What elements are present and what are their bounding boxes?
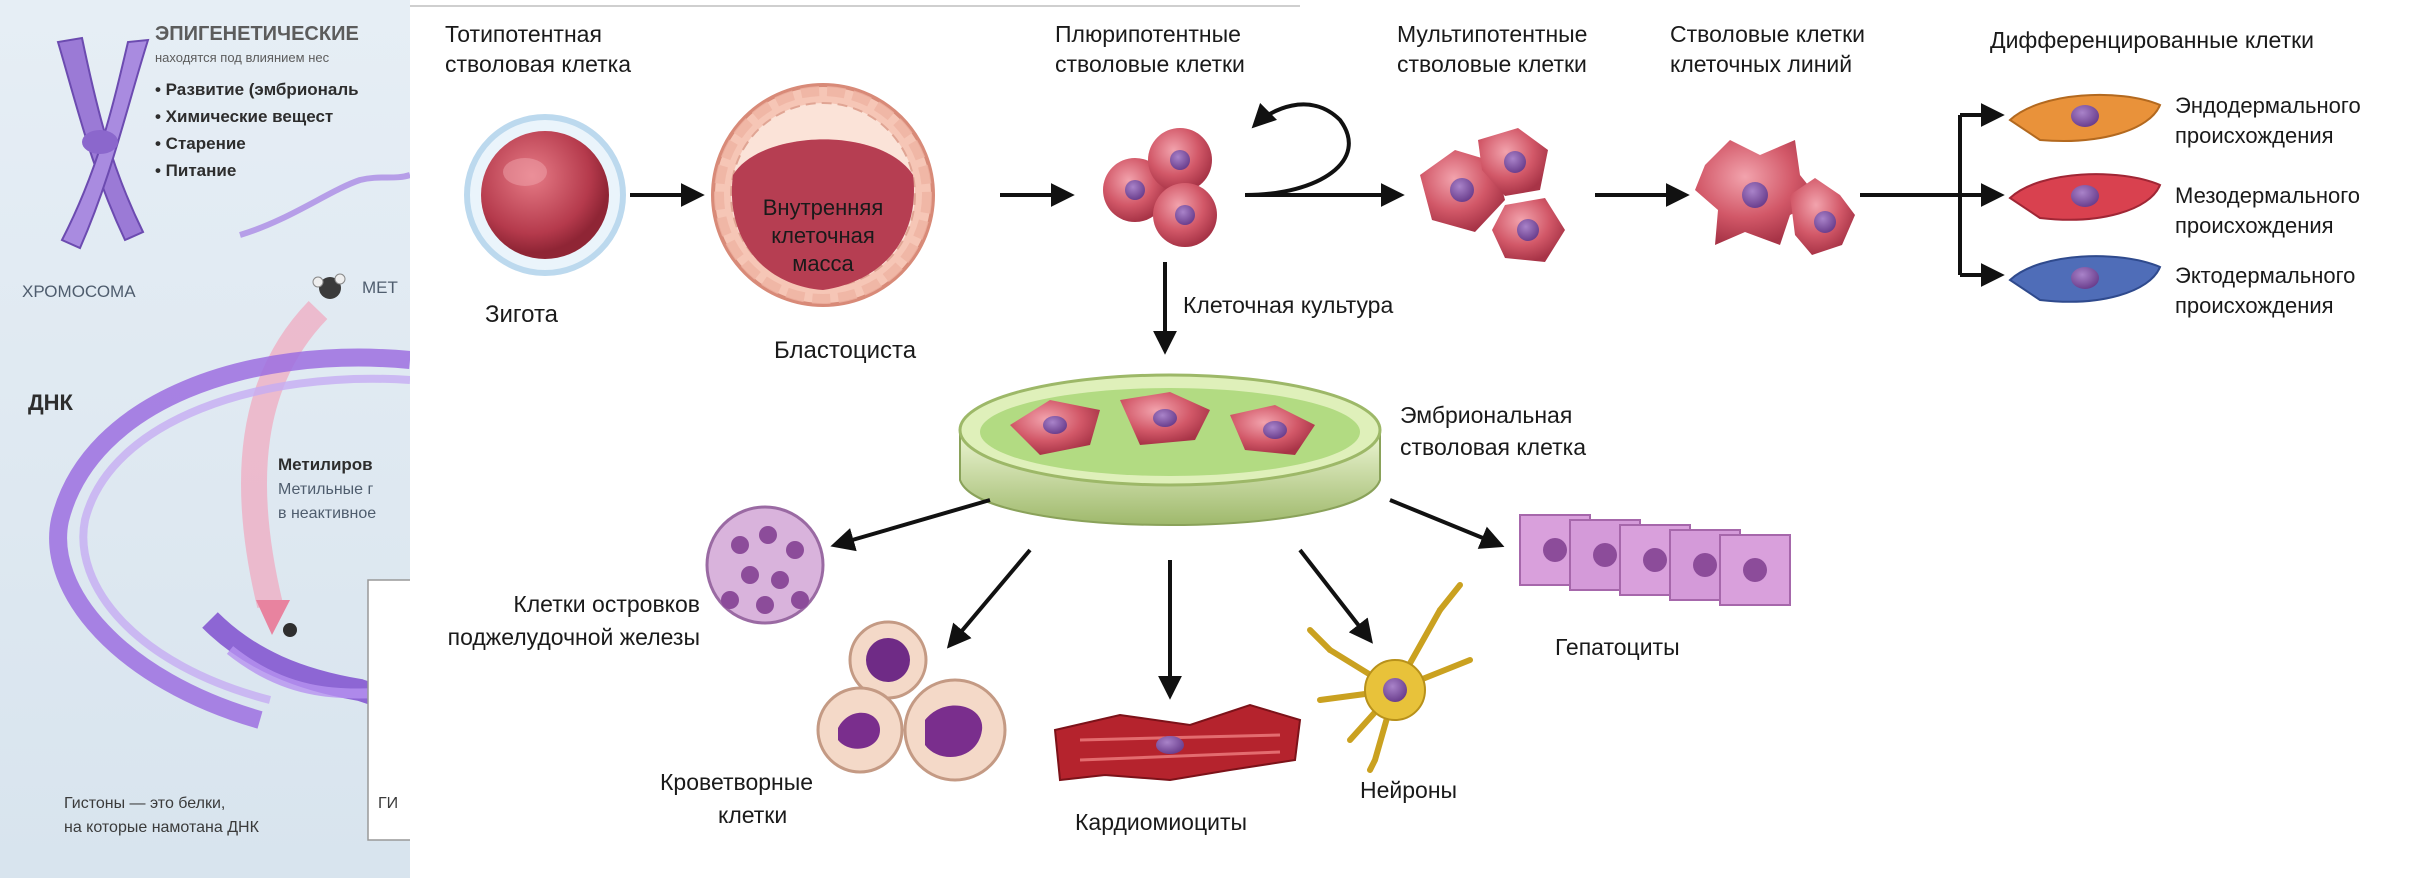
culture-label: Клеточная культура [1183, 292, 1393, 318]
zygote-cell-icon [467, 117, 623, 273]
totipotent-label-1: Тотипотентная [445, 21, 602, 47]
methylation-text-2: в неактивное [278, 505, 376, 522]
epigenetics-background [0, 0, 410, 878]
endoderm-label-2: происхождения [2175, 123, 2334, 148]
histone-box-label: ГИ [378, 795, 398, 812]
multipotent-label-1: Мультипотентные [1397, 21, 1587, 47]
islets-label-2: поджелудочной железы [448, 624, 700, 650]
totipotent-label-2: стволовая клетка [445, 51, 631, 77]
blood-label-1: Кроветворные [660, 769, 813, 795]
ectoderm-label-2: происхождения [2175, 293, 2334, 318]
zygote-label: Зигота [485, 301, 559, 328]
methylation-text-1: Метильные г [278, 481, 373, 498]
differentiated-label: Дифференцированные клетки [1990, 27, 2314, 53]
embryonic-label-2: стволовая клетка [1400, 434, 1586, 460]
dna-label: ДНК [28, 390, 74, 415]
ectoderm-label-1: Эктодермального [2175, 263, 2355, 288]
methyl-label: МЕТ [362, 278, 398, 297]
mesoderm-label-2: происхождения [2175, 213, 2334, 238]
inner-mass-label-1: Внутренняя [763, 195, 884, 220]
epigenetics-panel: ХРОМОСОМА ЭПИГЕНЕТИЧЕСКИЕ находятся под … [0, 0, 412, 878]
islet-cells-icon [707, 507, 823, 623]
chromosome-label: ХРОМОСОМА [22, 282, 136, 301]
neuron-nucleus [1383, 678, 1407, 702]
epigenetics-factor-2: • Химические вещест [155, 107, 333, 126]
neurons-label: Нейроны [1360, 777, 1457, 803]
epigenetics-subtitle: находятся под влиянием нес [155, 50, 330, 65]
inner-mass-label-3: масса [792, 251, 854, 276]
histones-text-1: Гистоны — это белки, [64, 795, 225, 812]
petri-dish-icon [960, 375, 1380, 525]
cardio-label: Кардиомиоциты [1075, 809, 1247, 835]
epigenetics-factor-4: • Питание [155, 161, 236, 180]
blood-label-2: клетки [718, 802, 787, 828]
pluripotent-label-1: Плюрипотентные [1055, 21, 1241, 47]
lineage-label-2: клеточных линий [1670, 51, 1852, 77]
blastocyst-label: Бластоциста [774, 337, 917, 364]
epigenetics-factor-1: • Развитие (эмбриональ [155, 80, 359, 99]
epigenetics-title: ЭПИГЕНЕТИЧЕСКИЕ [155, 23, 359, 45]
epigenetics-factor-3: • Старение [155, 134, 246, 153]
pluripotent-label-2: стволовые клетки [1055, 51, 1245, 77]
methyl-dot-icon [283, 623, 297, 637]
hepatocytes-label: Гепатоциты [1555, 634, 1680, 660]
lineage-label-1: Стволовые клетки [1670, 21, 1865, 47]
embryonic-label-1: Эмбриональная [1400, 402, 1572, 428]
multipotent-label-2: стволовые клетки [1397, 51, 1587, 77]
mesoderm-label-1: Мезодермального [2175, 183, 2360, 208]
islets-label-1: Клетки островков [513, 591, 700, 617]
endoderm-label-1: Эндодермального [2175, 93, 2361, 118]
histones-text-2: на которые намотана ДНК [64, 819, 260, 836]
inner-mass-label-2: клеточная [771, 223, 875, 248]
methylation-title: Метилиров [278, 455, 373, 474]
